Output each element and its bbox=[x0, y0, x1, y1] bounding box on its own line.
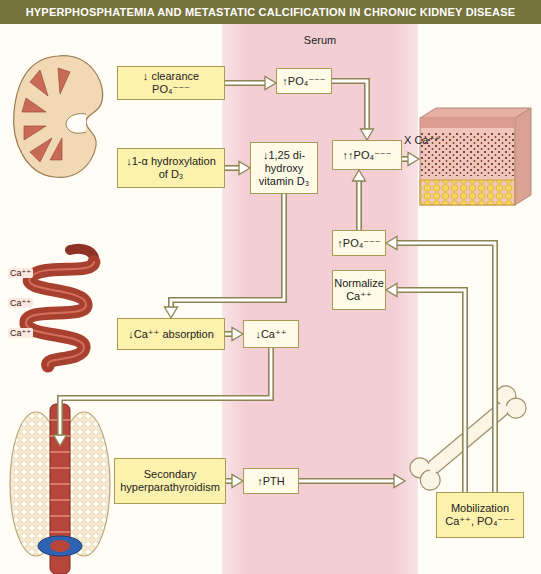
connector-core bbox=[332, 81, 367, 130]
connector-outline bbox=[332, 81, 367, 130]
trachea-lumen bbox=[50, 540, 70, 552]
title-text: HYPERPHOSPHATEMIA AND METASTATIC CALCIFI… bbox=[26, 6, 516, 18]
arrowhead bbox=[386, 284, 397, 297]
box-text: ↑PO₄⁻⁻⁻ bbox=[282, 75, 325, 88]
box-text: ↓1,25 di-hydroxy vitamin D₃ bbox=[256, 149, 312, 188]
skin-block bbox=[420, 118, 515, 205]
box-text: ↓ clearance PO₄⁻⁻⁻ bbox=[123, 70, 219, 96]
process-box: ↓1,25 di-hydroxy vitamin D₃ bbox=[250, 142, 318, 194]
intestine-loops bbox=[26, 262, 94, 366]
intestine-highlight bbox=[26, 262, 94, 366]
region-label: Serum bbox=[222, 34, 418, 47]
connector-outline bbox=[60, 348, 271, 436]
skin-top bbox=[420, 108, 531, 118]
process-box: Normalize Ca⁺⁺ bbox=[332, 270, 386, 310]
flow-arrow bbox=[225, 77, 276, 90]
arrowhead bbox=[54, 435, 67, 446]
kidney-illustration bbox=[14, 56, 103, 178]
process-box: ↑PO₄⁻⁻⁻ bbox=[276, 68, 332, 94]
connector-outline bbox=[356, 180, 362, 230]
connector-core bbox=[396, 290, 465, 492]
arrowhead bbox=[361, 129, 374, 140]
arrowhead bbox=[408, 153, 419, 166]
title-bar: HYPERPHOSPHATEMIA AND METASTATIC CALCIFI… bbox=[0, 0, 541, 24]
box-text: Mobilization Ca⁺⁺, PO₄⁻⁻⁻ bbox=[442, 502, 518, 528]
connector-core bbox=[225, 82, 266, 85]
process-box: ↑↑PO₄⁻⁻⁻ bbox=[332, 140, 402, 170]
flow-arrow bbox=[226, 475, 243, 488]
process-box: Mobilization Ca⁺⁺, PO₄⁻⁻⁻ bbox=[436, 492, 524, 538]
flow-arrow bbox=[402, 153, 419, 166]
flow-arrow bbox=[332, 81, 374, 140]
box-text: ↑↑PO₄⁻⁻⁻ bbox=[343, 149, 392, 162]
arrowhead bbox=[239, 162, 250, 175]
ion-label: Ca⁺⁺ bbox=[8, 298, 33, 308]
ion-label: Ca⁺⁺ bbox=[8, 328, 33, 338]
connector-core bbox=[358, 180, 361, 230]
kidney-hilum bbox=[66, 114, 86, 134]
process-box: ↓Ca⁺⁺ absorption bbox=[117, 318, 225, 350]
process-box: ↓1-α hydroxylation of D₃ bbox=[117, 148, 225, 188]
process-box: ↑PO₄⁻⁻⁻ bbox=[332, 230, 386, 256]
connector-outline bbox=[396, 290, 465, 492]
parathyroid-gland bbox=[38, 536, 82, 556]
process-box: ↑PTH bbox=[243, 468, 299, 494]
arrowhead bbox=[394, 475, 405, 488]
connector-core bbox=[60, 348, 271, 436]
connector-core bbox=[171, 194, 284, 308]
kidney-outline bbox=[14, 56, 103, 178]
box-text: Normalize Ca⁺⁺ bbox=[334, 277, 384, 303]
skin-illustration bbox=[420, 108, 531, 205]
subcutaneous-fat bbox=[420, 180, 515, 205]
connector-core bbox=[225, 167, 240, 170]
connector-core bbox=[299, 480, 395, 483]
arrowhead bbox=[165, 307, 178, 318]
arrowhead bbox=[265, 77, 276, 90]
operator-label: X Ca⁺⁺ bbox=[404, 134, 454, 147]
flow-arrow bbox=[165, 194, 285, 318]
epidermis bbox=[420, 118, 515, 128]
connector-outline bbox=[225, 80, 266, 86]
intestine-illustration bbox=[26, 249, 94, 366]
arrowhead bbox=[386, 237, 397, 250]
arrowhead bbox=[232, 328, 243, 341]
trachea-rings bbox=[50, 420, 70, 532]
flow-arrow bbox=[225, 162, 250, 175]
process-box: ↓Ca⁺⁺ bbox=[243, 320, 299, 348]
flow-arrow bbox=[299, 475, 405, 488]
connector-core bbox=[396, 243, 495, 492]
flow-arrow bbox=[353, 170, 366, 230]
arrowhead bbox=[232, 475, 243, 488]
flow-arrow bbox=[386, 284, 465, 493]
process-box: Secondary hyperparathyroidism bbox=[114, 458, 226, 504]
kidney-pyramids bbox=[22, 68, 70, 162]
flow-arrow bbox=[225, 328, 243, 341]
box-text: ↑PTH bbox=[257, 475, 285, 488]
box-text: ↑PO₄⁻⁻⁻ bbox=[337, 237, 380, 250]
arrowhead bbox=[353, 170, 366, 181]
process-box: ↓ clearance PO₄⁻⁻⁻ bbox=[117, 66, 225, 100]
box-text: ↓1-α hydroxylation of D₃ bbox=[123, 155, 219, 181]
connector-outline bbox=[225, 165, 240, 171]
connector-outline bbox=[299, 478, 395, 484]
connector-outline bbox=[396, 243, 495, 492]
box-text: Secondary hyperparathyroidism bbox=[120, 468, 220, 494]
flow-arrow bbox=[386, 237, 495, 493]
box-text: ↓Ca⁺⁺ absorption bbox=[128, 328, 214, 341]
box-text: ↓Ca⁺⁺ bbox=[255, 328, 286, 341]
skin-side bbox=[515, 108, 531, 205]
flow-arrow bbox=[54, 348, 272, 446]
connector-outline bbox=[171, 194, 284, 308]
ion-label: Ca⁺⁺ bbox=[8, 268, 33, 278]
